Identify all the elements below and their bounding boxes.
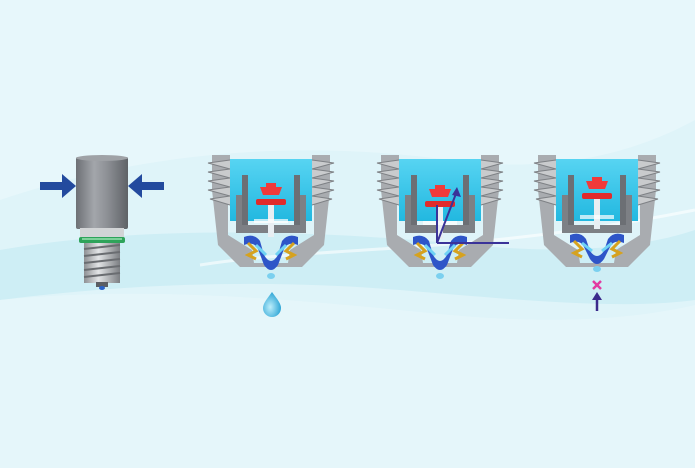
inner-wall-left bbox=[242, 175, 248, 225]
motion-vector-icon bbox=[436, 187, 509, 244]
figure-assembled-valve bbox=[40, 155, 164, 290]
red-valve-plunger bbox=[254, 183, 288, 237]
inner-wall-left bbox=[411, 175, 417, 225]
gold-spring bbox=[570, 239, 624, 259]
cutaway-housing bbox=[533, 155, 661, 267]
inner-wall-left bbox=[568, 175, 574, 225]
arrow-left-icon bbox=[40, 174, 76, 198]
inner-wall-right bbox=[620, 175, 626, 225]
valve-cap-top bbox=[76, 155, 128, 161]
background-wave-upper bbox=[0, 0, 695, 200]
gold-spring bbox=[244, 241, 298, 261]
background-wave-middle bbox=[0, 230, 695, 305]
nozzle-tip bbox=[436, 273, 444, 279]
cutaway-housing bbox=[376, 155, 504, 267]
valve-tip-nozzle bbox=[99, 286, 105, 290]
valve-cap-body bbox=[76, 157, 128, 229]
blue-seal bbox=[570, 233, 624, 264]
background-wave-lower bbox=[0, 293, 695, 468]
figure-cutaway-dispensing bbox=[207, 155, 335, 279]
gold-spring bbox=[413, 241, 467, 261]
water-drop-icon bbox=[263, 292, 281, 317]
close-icon bbox=[592, 280, 602, 290]
nozzle-tip bbox=[267, 273, 275, 279]
figure-cutaway-valve-motion bbox=[376, 155, 509, 279]
thread-section bbox=[83, 243, 121, 283]
red-valve-plunger bbox=[423, 185, 457, 239]
figure-cutaway-sealed bbox=[533, 155, 661, 272]
cutaway-housing bbox=[207, 155, 335, 267]
blue-seal bbox=[413, 235, 467, 270]
arrow-up-icon bbox=[592, 292, 602, 311]
inner-wall-right bbox=[294, 175, 300, 225]
nozzle-tip bbox=[593, 266, 601, 272]
green-ring-highlight bbox=[82, 238, 122, 240]
inner-wall-right bbox=[463, 175, 469, 225]
arrow-right-icon bbox=[128, 174, 164, 198]
valve-neck bbox=[80, 228, 124, 238]
blue-seal bbox=[244, 235, 298, 270]
valve-tip bbox=[96, 282, 108, 287]
red-valve-plunger bbox=[580, 177, 614, 229]
